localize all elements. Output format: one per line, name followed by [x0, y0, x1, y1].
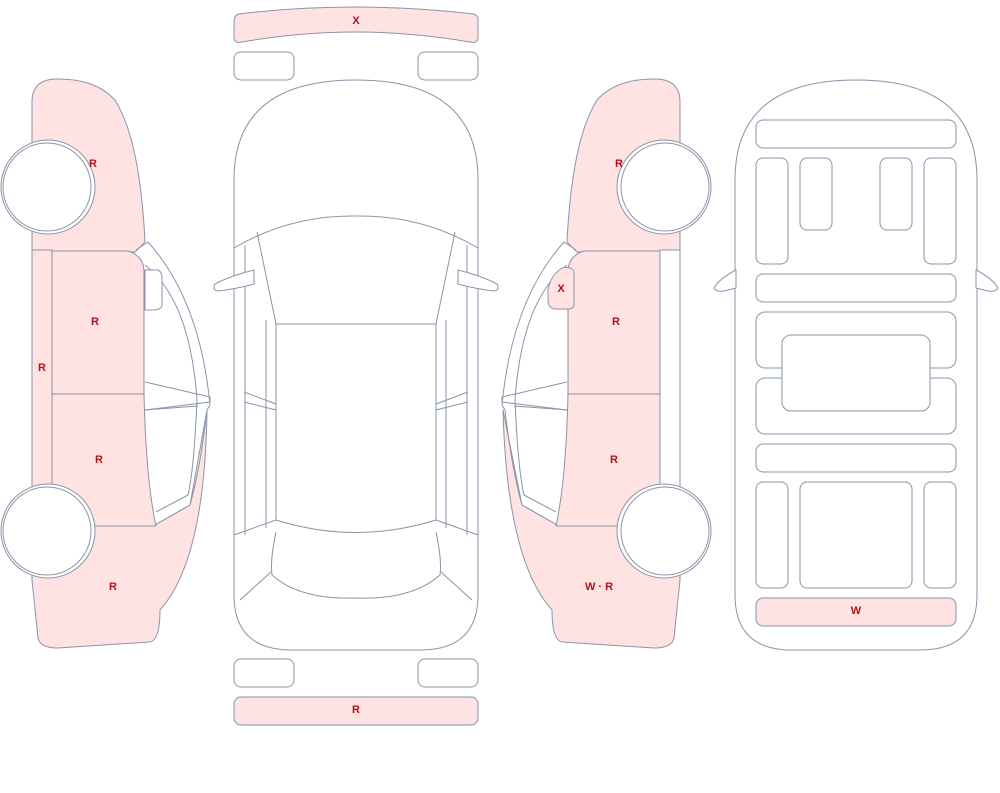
left-front-door-label: R [91, 316, 99, 328]
right-mirror-label: X [557, 283, 565, 295]
right-rear-door-label: R [610, 454, 618, 466]
left-front-side-member[interactable] [755, 157, 789, 265]
rear-bumper-panel[interactable] [233, 696, 479, 726]
front-cross-member[interactable] [755, 119, 957, 149]
left-door-pillar [144, 381, 211, 411]
left-sill-line [143, 405, 199, 411]
underbody-view: W [713, 79, 999, 651]
roof-panel[interactable] [275, 323, 437, 533]
right-front-wheel[interactable] [620, 142, 710, 232]
right-front-fender-label: R [615, 158, 623, 170]
left-inner-frame [144, 264, 198, 513]
left-b-pillar [243, 391, 277, 411]
left-front-door-panel[interactable] [51, 250, 145, 395]
right-inner-front-member[interactable] [879, 157, 913, 231]
hood-line [233, 215, 479, 249]
right-rear-wheel[interactable] [620, 486, 710, 576]
right-front-door-label: R [612, 316, 620, 328]
left-rear-side-member[interactable] [755, 481, 789, 589]
right-rear-door-panel[interactable] [555, 393, 661, 527]
left-rear-door-panel[interactable] [51, 393, 157, 527]
right-lower-side [435, 519, 479, 536]
right-sill-line [513, 405, 569, 411]
rear-panel[interactable] [755, 597, 957, 627]
left-rear-door-label: R [95, 454, 103, 466]
left-taillight[interactable] [233, 658, 295, 688]
left-c-pillar [239, 571, 272, 601]
left-a-pillar [256, 231, 277, 325]
right-inner-frame [514, 264, 568, 513]
rear-bumper-label: R [352, 704, 360, 716]
top-view: X R [213, 6, 499, 726]
right-window-frame [501, 241, 577, 526]
trunk-floor-panel[interactable] [799, 481, 913, 589]
left-rear-quarter-panel[interactable] [31, 409, 208, 649]
right-mirror-panel[interactable] [547, 267, 575, 310]
right-headlight[interactable] [417, 51, 479, 81]
right-rear-side-member[interactable] [923, 481, 957, 589]
right-rear-quarter-panel[interactable] [502, 409, 681, 649]
left-rear-quarter-label: R [109, 581, 117, 593]
rear-panel-label: W [851, 605, 862, 617]
dash-cross-member[interactable] [755, 273, 957, 303]
right-front-side-member[interactable] [923, 157, 957, 265]
front-bumper-label: X [352, 15, 360, 27]
left-window-frame [135, 241, 211, 526]
center-floor-tunnel[interactable] [781, 334, 931, 412]
left-lower-side [233, 519, 277, 536]
left-rocker-label: R [38, 362, 46, 374]
top-right-mirror[interactable] [457, 269, 499, 292]
left-side-view: R R R R R [0, 78, 211, 649]
right-taillight[interactable] [417, 658, 479, 688]
right-door-pillar [501, 381, 568, 411]
right-side-view: X R R R W · R [501, 78, 712, 649]
left-front-fender-label: R [89, 158, 97, 170]
rear-window-line [271, 531, 441, 599]
right-front-door-panel[interactable] [567, 250, 661, 395]
left-headlight[interactable] [233, 51, 295, 81]
right-rear-quarter-label: W · R [585, 581, 613, 593]
front-bumper-panel[interactable] [233, 6, 479, 43]
right-c-pillar [440, 571, 473, 601]
left-inner-front-member[interactable] [799, 157, 833, 231]
left-mirror[interactable] [144, 269, 163, 311]
rear-cross-member[interactable] [755, 443, 957, 473]
right-b-pillar [435, 391, 469, 411]
left-rear-wheel[interactable] [2, 486, 92, 576]
right-a-pillar [435, 231, 456, 325]
left-front-wheel[interactable] [2, 142, 92, 232]
underbody-left-mirror-stub [713, 269, 737, 292]
top-left-mirror[interactable] [213, 269, 255, 292]
underbody-right-mirror-stub [975, 269, 999, 292]
